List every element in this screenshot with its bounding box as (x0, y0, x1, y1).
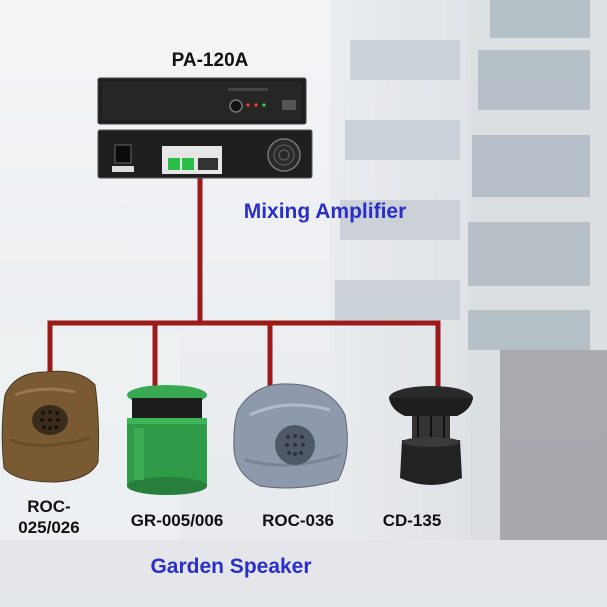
speaker-roc-036 (234, 384, 348, 488)
amplifier-front-panel (98, 78, 306, 124)
fan-grille (268, 139, 300, 171)
speaker-label-1: ROC-025/026 (4, 496, 94, 538)
speaker-label-4: CD-135 (370, 510, 454, 531)
mixing-amplifier-caption: Mixing Amplifier (212, 200, 438, 224)
speaker-label-2: GR-005/006 (112, 510, 242, 531)
speaker-roc-025-026 (2, 371, 98, 482)
speaker-label-3: ROC-036 (248, 510, 348, 531)
amplifier-rear-panel (98, 130, 312, 178)
power-inlet (115, 145, 131, 163)
garden-speaker-caption: Garden Speaker (120, 555, 342, 579)
amplifier-model-label: PA-120A (140, 50, 280, 72)
speaker-gr-005-006 (127, 385, 207, 495)
volume-knob (230, 100, 242, 112)
